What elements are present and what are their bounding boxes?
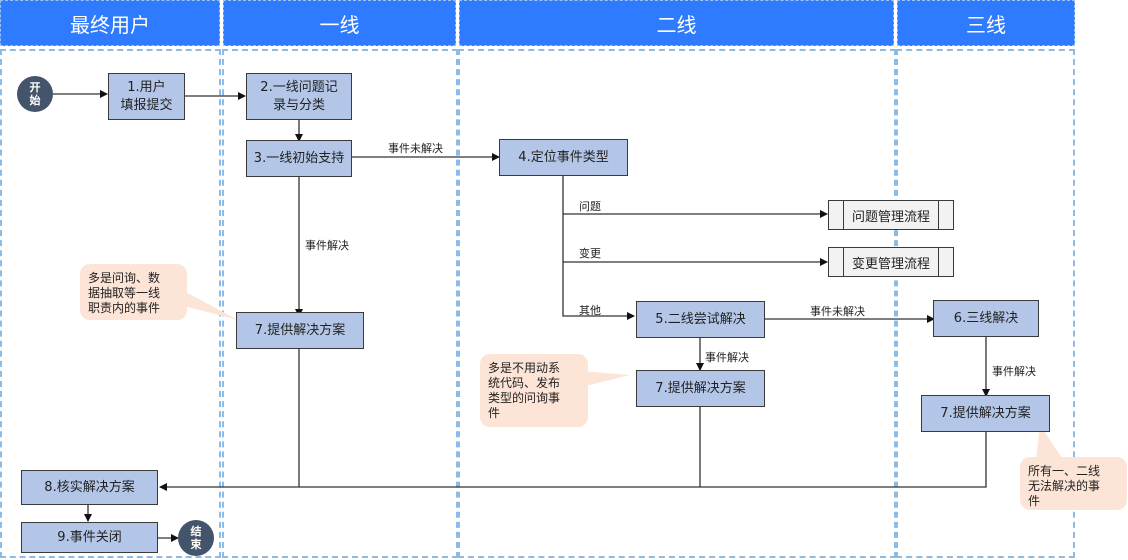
lane-line1 xyxy=(222,49,458,558)
change-management-process[interactable]: 变更管理流程 xyxy=(828,247,954,277)
step-9-close-incident[interactable]: 9.事件关闭 xyxy=(21,522,158,553)
edge-label-resolved-2: 事件解决 xyxy=(705,351,749,364)
edge-label-unresolved-2: 事件未解决 xyxy=(810,305,865,318)
step-2-record-classify[interactable]: 2.一线问题记 录与分类 xyxy=(246,73,352,120)
start-node[interactable]: 开 始 xyxy=(17,76,53,112)
lane-header-line1: 一线 xyxy=(223,0,456,46)
step-7-provide-solution-line3[interactable]: 7.提供解决方案 xyxy=(921,395,1050,432)
edge-label-resolved-3: 事件解决 xyxy=(992,365,1036,378)
note-line1: 多是问询、数 据抽取等一线 职责内的事件 xyxy=(80,264,187,320)
end-node[interactable]: 结 束 xyxy=(178,520,214,556)
edge-label-unresolved-1: 事件未解决 xyxy=(388,142,443,155)
step-5-line2-attempt[interactable]: 5.二线尝试解决 xyxy=(636,301,765,338)
lane-line3 xyxy=(896,49,1075,558)
step-7-provide-solution-line2[interactable]: 7.提供解决方案 xyxy=(636,370,765,407)
step-3-initial-support[interactable]: 3.一线初始支持 xyxy=(246,140,352,177)
step-1-user-submit[interactable]: 1.用户 填报提交 xyxy=(108,73,185,120)
edge-label-other: 其他 xyxy=(579,304,601,317)
lane-header-line3: 三线 xyxy=(897,0,1075,46)
edge-label-problem: 问题 xyxy=(579,200,601,213)
lane-line2 xyxy=(458,49,896,558)
problem-management-process[interactable]: 问题管理流程 xyxy=(828,200,954,230)
edge-step4-branch xyxy=(562,176,635,320)
edge-label-resolved-1: 事件解决 xyxy=(305,239,349,252)
lane-header-line2: 二线 xyxy=(459,0,894,46)
step-6-line3-resolve[interactable]: 6.三线解决 xyxy=(933,300,1039,337)
edge-step7-l3-return xyxy=(159,432,987,491)
lane-header-end-user: 最终用户 xyxy=(0,0,220,46)
edge-label-change: 变更 xyxy=(579,247,601,260)
step-4-locate-type[interactable]: 4.定位事件类型 xyxy=(499,139,628,176)
note-line2: 多是不用动系 统代码、发布 类型的问询事 件 xyxy=(480,354,588,427)
step-8-verify-solution[interactable]: 8.核实解决方案 xyxy=(21,470,158,505)
lane-end-user xyxy=(0,49,221,558)
callout-tail-l1 xyxy=(180,290,238,320)
step-7-provide-solution-line1[interactable]: 7.提供解决方案 xyxy=(236,312,364,349)
note-line3: 所有一、二线 无法解决的事 件 xyxy=(1020,457,1127,510)
